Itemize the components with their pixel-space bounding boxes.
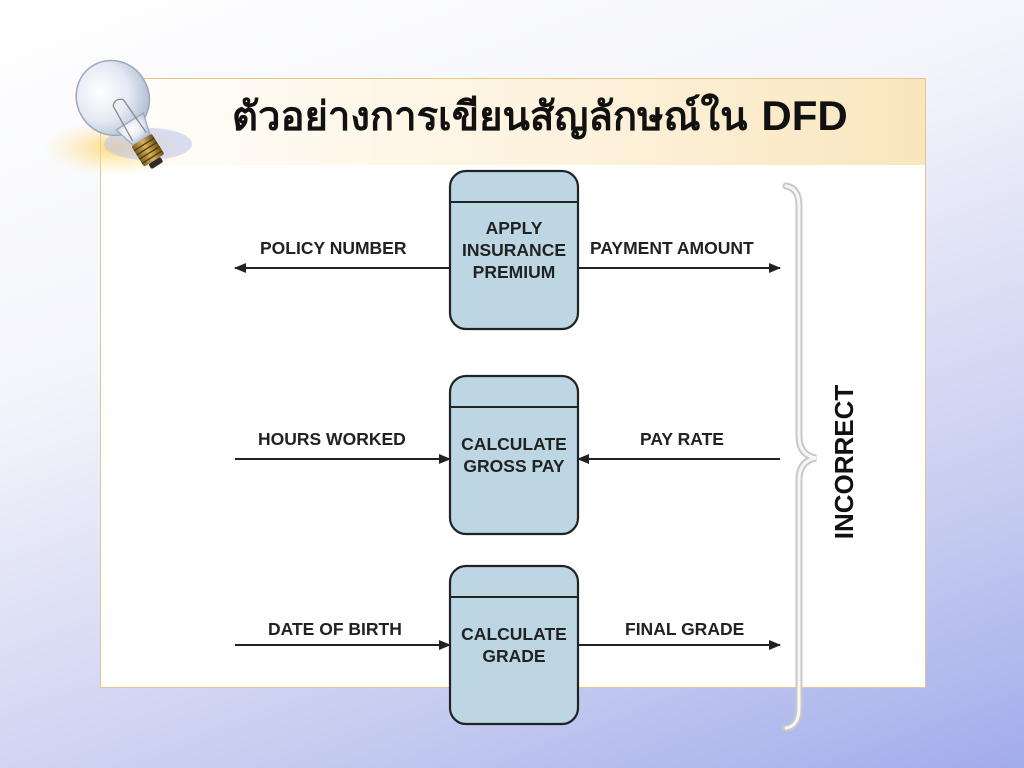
process-label-line: PREMIUM	[473, 262, 556, 282]
slide-title: ตัวอย่างการเขียนสัญลักษณ์ใน DFD	[232, 92, 848, 141]
flow-label-pay-rate: PAY RATE	[640, 429, 724, 449]
slide-title-thai: ตัวอย่างการเขียนสัญลักษณ์ใน	[232, 93, 748, 140]
flow-label-date-of-birth: DATE OF BIRTH	[268, 619, 402, 639]
process-apply-insurance-premium: APPLY INSURANCE PREMIUM	[448, 169, 580, 331]
process-box	[448, 169, 580, 331]
title-band	[148, 78, 926, 165]
process-box	[448, 564, 580, 726]
flow-label-final-grade: FINAL GRADE	[625, 619, 744, 639]
process-label-line: CALCULATE	[461, 434, 567, 454]
process-calculate-grade: CALCULATE GRADE	[448, 564, 580, 726]
process-label-line: GROSS PAY	[463, 456, 564, 476]
incorrect-label: INCORRECT	[829, 385, 859, 540]
flow-label-policy-number: POLICY NUMBER	[260, 238, 407, 258]
process-label-line: CALCULATE	[461, 624, 567, 644]
process-box	[448, 374, 580, 536]
flow-label-hours-worked: HOURS WORKED	[258, 429, 406, 449]
process-label-line: GRADE	[482, 646, 545, 666]
process-calculate-gross-pay: CALCULATE GROSS PAY	[448, 374, 580, 536]
curly-brace-highlight	[784, 184, 817, 730]
process-label-line: INSURANCE	[462, 240, 566, 260]
process-label-line: APPLY	[486, 218, 543, 238]
light-bulb-icon	[43, 59, 192, 176]
slide-title-latin: DFD	[761, 92, 848, 139]
flow-label-payment-amount: PAYMENT AMOUNT	[590, 238, 754, 258]
